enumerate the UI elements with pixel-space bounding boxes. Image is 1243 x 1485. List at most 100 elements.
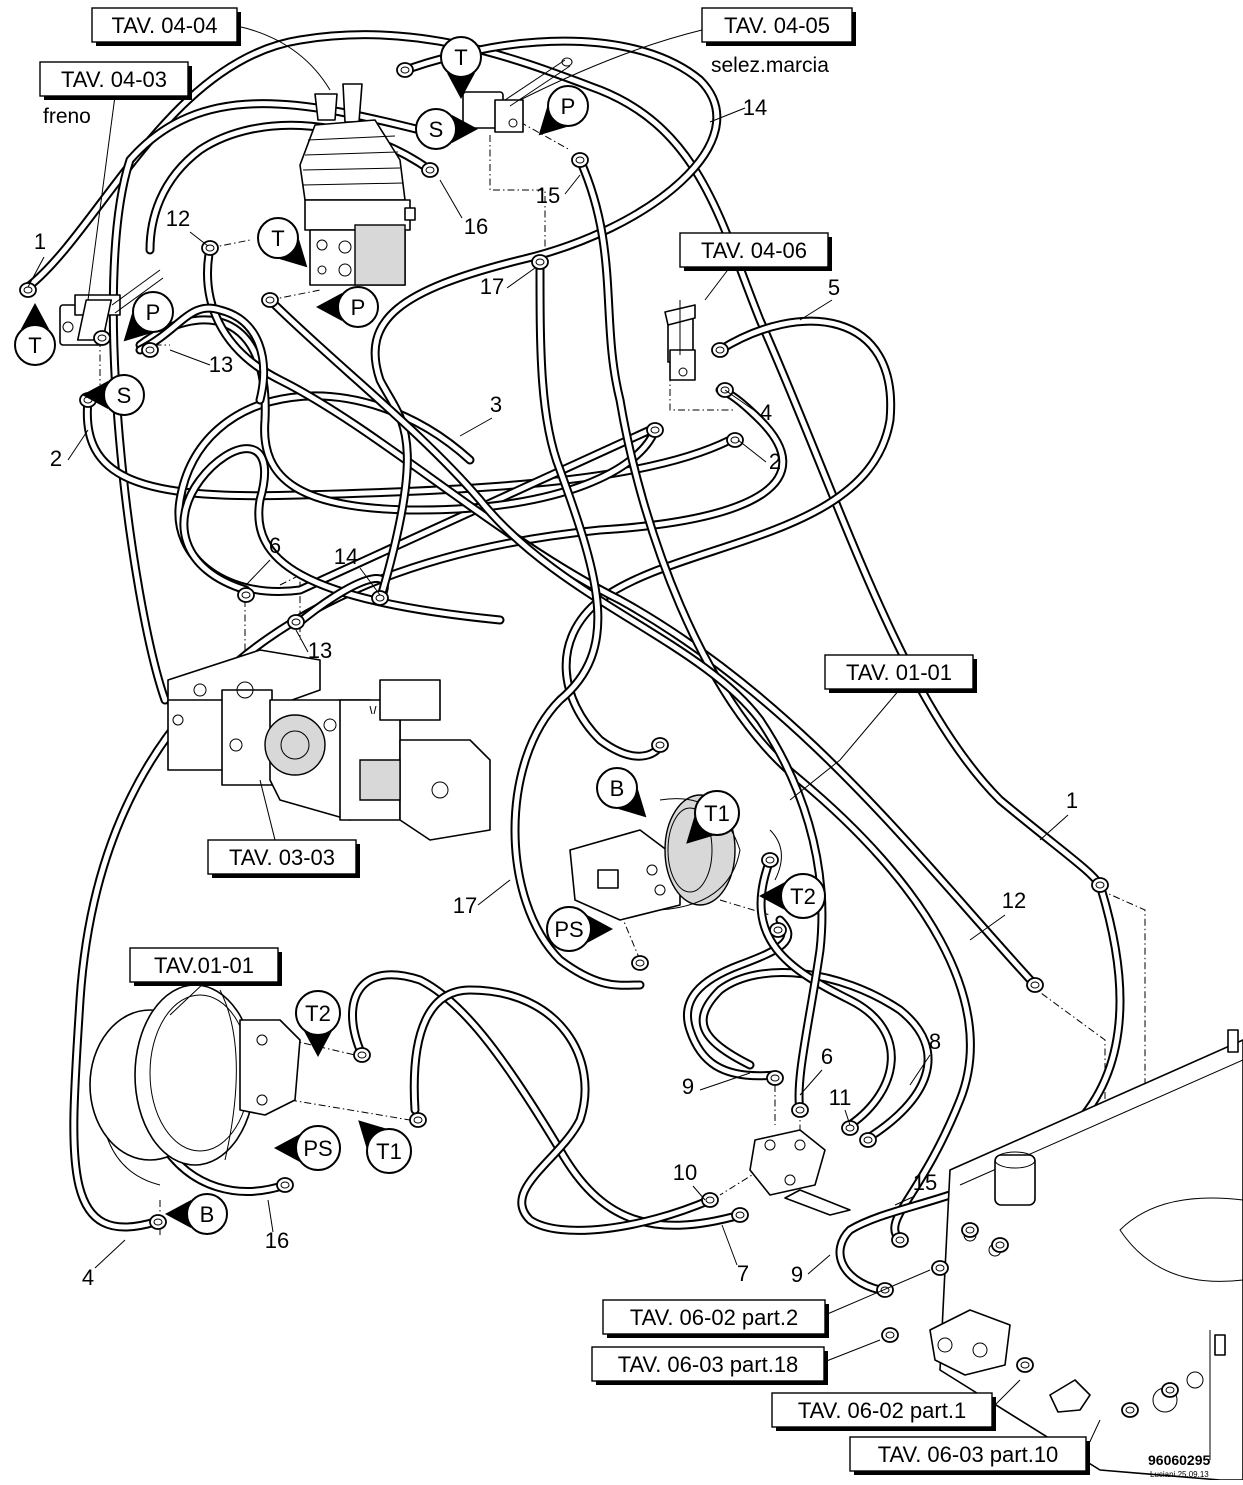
reference-label: TAV. 01-01 [846, 660, 952, 685]
port-callout-P-joy: P [316, 286, 379, 328]
port-label: B [610, 776, 625, 801]
leader-lines [27, 107, 1069, 1275]
port-label: T1 [376, 1139, 402, 1164]
selector-valve [462, 57, 573, 133]
fitting [859, 1132, 877, 1148]
port-callout-T2-wheel: T2 [295, 990, 341, 1057]
fitting [237, 587, 255, 603]
leader-line [709, 107, 746, 123]
port-callout-S-top: S [415, 108, 478, 150]
fitting [761, 852, 779, 868]
fitting [651, 737, 669, 753]
port-callout-B-motor: B [596, 767, 647, 818]
leader-line [295, 629, 309, 653]
reference-tav-06-03-part18: TAV. 06-03 part.18 [591, 1346, 828, 1385]
port-label: T2 [790, 884, 816, 909]
leader-line [564, 174, 581, 195]
port-label: T [28, 333, 41, 358]
reference-label: TAV. 03-03 [229, 845, 335, 870]
hose-14 [370, 36, 722, 605]
distribution-block [749, 1129, 851, 1216]
leader-line [359, 567, 381, 596]
port-pointer [123, 313, 152, 342]
leader-line [506, 267, 536, 289]
reference-tav-04-06: TAV. 04-06 [679, 232, 832, 271]
fitting [149, 1214, 167, 1230]
fitting [791, 1102, 809, 1118]
fitting [287, 614, 305, 630]
leader-line [692, 1185, 706, 1201]
port-pointer [304, 1031, 332, 1057]
travel-motor-upper [569, 794, 782, 921]
part-number-1: 1 [34, 229, 46, 254]
part-number-4: 4 [760, 400, 772, 425]
leader-line [969, 914, 1006, 941]
part-number-4: 4 [82, 1265, 94, 1290]
leader-line [894, 1195, 916, 1206]
reference-tav-04-05: TAV. 04-05 [701, 7, 856, 46]
port-pointer [279, 239, 308, 268]
reference-tav-01-01-b: TAV.01-01 [129, 947, 282, 986]
port-label: S [117, 383, 132, 408]
port-label: P [146, 300, 161, 325]
fitting [1161, 1382, 1179, 1398]
port-pointer [82, 381, 108, 409]
port-callout-T-brake: T [14, 303, 56, 366]
reference-label: TAV. 06-03 part.10 [878, 1442, 1059, 1467]
leader-line [844, 1109, 851, 1126]
port-pointer [274, 1134, 300, 1162]
fitting [409, 1112, 427, 1128]
port-pointer [538, 107, 567, 136]
label-freno: freno [43, 105, 91, 128]
hose-10 [409, 985, 715, 1235]
fitting [1026, 977, 1044, 993]
leader-line [169, 349, 211, 366]
port-pointer [686, 815, 715, 844]
port-label: T [271, 226, 284, 251]
travel-motor-lower [89, 984, 301, 1186]
part-number-1: 1 [1066, 788, 1078, 813]
port-label: S [429, 117, 444, 142]
leader-line [737, 439, 767, 463]
fitting [353, 1047, 371, 1063]
reference-label: TAV. 04-04 [112, 13, 218, 38]
leader-line [724, 389, 759, 414]
reference-label: TAV. 04-06 [701, 238, 807, 263]
part-number-9: 9 [682, 1074, 694, 1099]
part-number-2: 2 [50, 446, 62, 471]
fitting [876, 1282, 894, 1298]
part-number-5: 5 [828, 275, 840, 300]
fitting [1091, 877, 1109, 893]
port-callout-T-top: T [440, 36, 482, 99]
drawing-number: 96060295 [1148, 1452, 1211, 1468]
fitting [891, 1232, 909, 1248]
leader-line [27, 256, 45, 288]
fitting [421, 162, 439, 178]
port-pointer [447, 73, 475, 99]
fitting [371, 590, 389, 606]
fitting [726, 432, 744, 448]
reference-label: TAV. 06-02 part.2 [630, 1305, 798, 1330]
port-pointer [358, 1120, 387, 1149]
port-pointer [587, 915, 613, 943]
port-callout-B-wheel: B [165, 1193, 228, 1235]
reference-tav-06-02-part2: TAV. 06-02 part.2 [602, 1299, 829, 1338]
port-callout-PS-motor: PS [546, 906, 613, 952]
fitting [841, 1120, 859, 1136]
reference-label: TAV. 06-02 part.1 [798, 1398, 966, 1423]
port-pointer [165, 1200, 191, 1228]
leader-line [267, 1199, 274, 1233]
reference-tav-06-03-part10: TAV. 06-03 part.10 [849, 1436, 1090, 1475]
part-number-6: 6 [821, 1044, 833, 1069]
port-pointer [759, 882, 785, 910]
hose-15 [575, 155, 975, 1245]
hoses [23, 30, 1125, 1295]
hose-8 [698, 968, 933, 1145]
pump-assembly-tav-03-03 [167, 649, 491, 841]
fitting [396, 62, 414, 78]
fitting [769, 922, 787, 938]
port-callout-S-brake: S [82, 374, 145, 416]
hose-16 [265, 295, 827, 1115]
